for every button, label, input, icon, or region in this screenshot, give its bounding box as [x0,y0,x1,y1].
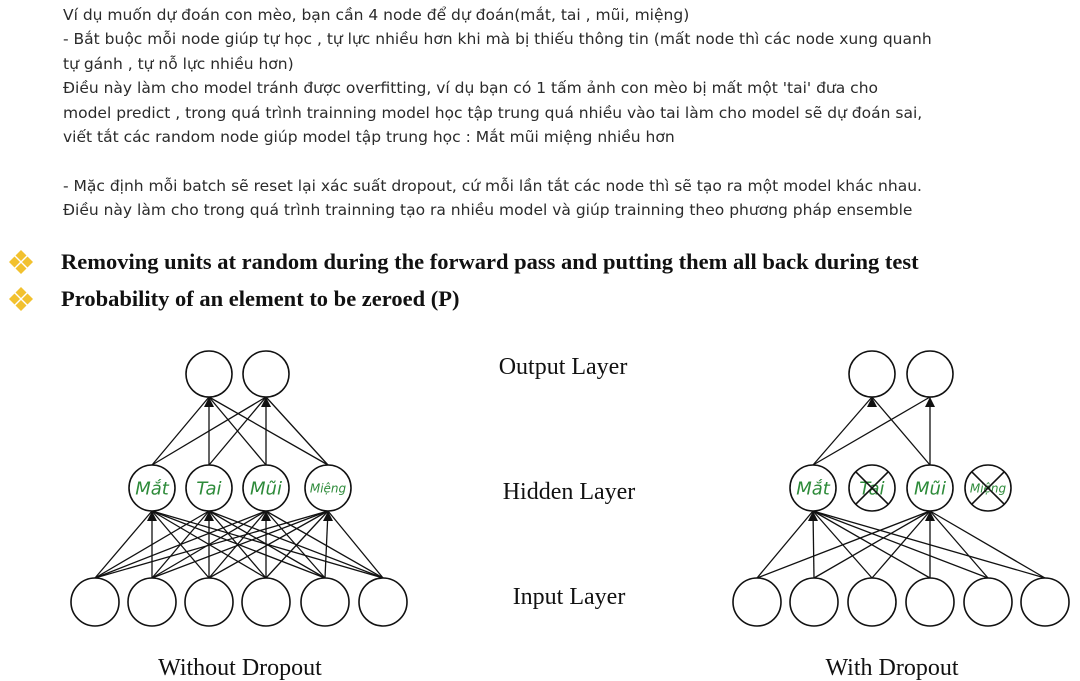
connection-line [756,510,931,579]
input-node [184,577,234,627]
connection-line [812,396,931,466]
arrowhead [808,511,818,521]
connection-line [812,510,931,579]
hidden-node-label: Mũi [250,478,282,499]
connection-line [812,396,873,466]
connection-line [208,396,329,466]
note-line: - Bắt buộc mỗi node giúp tự học , tự lực… [63,30,932,49]
connection-line [756,510,814,579]
input-node [847,577,897,627]
input-layer-label: Input Layer [513,584,626,610]
connection-line [929,510,989,579]
input-node [1020,577,1070,627]
connection-line [208,510,384,579]
arrowhead [867,397,877,407]
bullet-text: Removing units at random during the forw… [61,249,919,274]
connection-line [929,510,1046,579]
note-line: viết tắt các random node giúp model tập … [63,127,675,146]
output-node [185,350,233,398]
bullet-text: Probability of an element to be zeroed (… [61,286,460,311]
arrowhead [261,511,271,521]
output-node [906,350,954,398]
hidden-node [304,464,352,512]
output-layer-label: Output Layer [499,354,628,380]
hidden-node-label: Mũi [914,478,946,499]
arrowhead [204,397,214,407]
bullet-item: Probability of an element to be zeroed (… [8,286,459,312]
input-node [789,577,839,627]
hidden-node [906,464,954,512]
arrowhead [925,397,935,407]
output-node [848,350,896,398]
diamond-bullet-icon [9,250,33,274]
note-line: Ví dụ muốn dự đoán con mèo, bạn cần 4 no… [63,6,690,24]
arrowhead [204,511,214,521]
input-node [241,577,291,627]
diamond-bullet-icon [9,287,33,311]
connection-line [151,396,210,466]
hidden-node-label: Mắt [135,478,170,499]
note-line: model predict , trong quá trình trainnin… [63,103,923,122]
connection-line [265,510,384,579]
connection-line [151,510,384,579]
note-line: tự gánh , tự nỗ lực nhiều hơn) [63,54,294,73]
hidden-layer-label: Hidden Layer [503,479,636,505]
connection-line [151,510,210,579]
note-line: Điều này làm cho model tránh được overfi… [63,79,879,98]
input-node [300,577,350,627]
network-without-dropout: Mắt Tai Mũi Miệng [70,350,408,627]
hidden-node-label: Tai [196,478,221,499]
bullet-item: Removing units at random during the forw… [8,249,919,275]
caption-with-dropout: With Dropout [825,655,958,681]
connection-line [265,396,329,466]
notes-text: Ví dụ muốn dự đoán con mèo, bạn cần 4 no… [63,3,1063,223]
input-node [963,577,1013,627]
connection-line [208,396,267,466]
connection-line [812,510,815,579]
connection-line [871,396,931,466]
hidden-node [128,464,176,512]
arrowhead [261,397,271,407]
connection-line [327,510,384,579]
connection-line [812,510,989,579]
note-line: Điều này làm cho trong quá trình trainni… [63,201,913,220]
arrowhead [147,511,157,521]
connection-line [812,510,873,579]
input-node [358,577,408,627]
input-node [905,577,955,627]
note-line: - Mặc định mỗi batch sẽ reset lại xác su… [63,176,922,195]
hidden-node-label: Miệng [310,481,347,495]
connection-line [324,510,329,579]
hidden-node [789,464,837,512]
connection-line [94,510,329,579]
connection-line [812,510,1046,579]
caption-without-dropout: Without Dropout [158,655,322,681]
output-node [242,350,290,398]
connection-line [94,510,153,579]
arrowhead [925,511,935,521]
dropped-cross [855,471,889,505]
arrowhead [323,511,333,521]
hidden-node [185,464,233,512]
input-node [127,577,177,627]
dropped-cross [971,471,1005,505]
connection-line [151,510,267,579]
hidden-node [242,464,290,512]
hidden-node-label: Mắt [796,478,831,499]
input-node [732,577,782,627]
input-node [70,577,120,627]
connection-line [151,510,326,579]
